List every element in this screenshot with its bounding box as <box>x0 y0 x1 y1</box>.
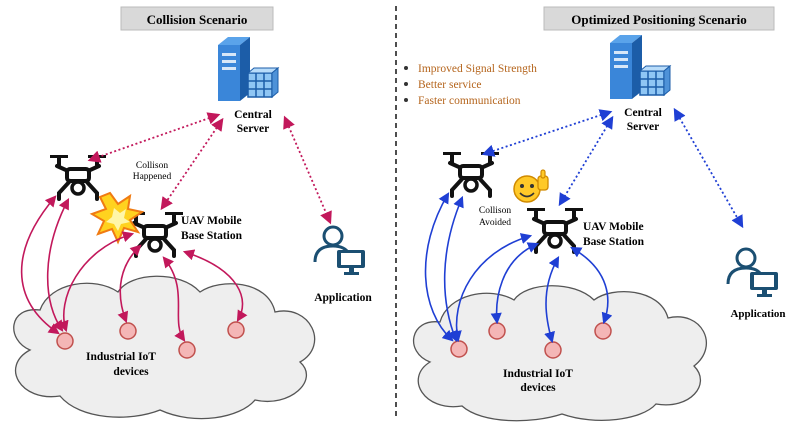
bullet-dot <box>404 98 408 102</box>
right-iot-label-1: Industrial IoT <box>503 368 573 380</box>
left-server-label-2: Server <box>237 123 270 135</box>
link-drone1-iot <box>424 192 454 342</box>
right-title-box <box>543 6 775 31</box>
left-uav-label-2: Base Station <box>181 230 243 242</box>
link-server-application <box>673 107 744 229</box>
left-title: Collision Scenario <box>147 12 248 27</box>
left-uav-label-1: UAV Mobile <box>181 215 242 227</box>
right-application-label: Application <box>730 308 785 320</box>
link-drone2-iot-2 <box>490 242 540 325</box>
link-drone2-iot-3 <box>544 256 560 344</box>
left-iot-label-2: devices <box>113 366 149 378</box>
left-iot-label-1: Industrial IoT <box>86 351 156 363</box>
left-title-box <box>120 6 274 31</box>
link-drone1-iot-b <box>46 198 70 332</box>
right-panel: Optimized Positioning Scenario Improved … <box>404 6 786 422</box>
link-drone1-iot <box>20 195 60 335</box>
iot-node <box>594 322 612 340</box>
link-drone2-iot-4 <box>182 249 248 322</box>
link-server-drone2 <box>160 117 224 211</box>
left-server-icon <box>217 36 279 102</box>
iot-node <box>227 321 245 339</box>
left-drone-1-icon <box>48 153 108 201</box>
right-iot-label-2: devices <box>520 382 556 394</box>
iot-node <box>488 322 506 340</box>
left-drone-2-icon <box>125 210 185 258</box>
bullet-1: Improved Signal Strength <box>418 63 537 75</box>
link-server-drone2 <box>558 115 614 207</box>
right-uav-label-1: UAV Mobile <box>583 221 644 233</box>
right-server-label-1: Central <box>624 107 662 119</box>
bullet-2: Better service <box>418 79 482 91</box>
right-title: Optimized Positioning Scenario <box>571 12 747 27</box>
link-drone2-iot-3 <box>162 256 186 342</box>
bullet-dot <box>404 82 408 86</box>
left-application-label: Application <box>314 292 372 304</box>
left-panel: Collision Scenario Industrial IoT device… <box>13 6 372 420</box>
thumbs-up-emoji-icon <box>513 169 549 203</box>
iot-node <box>119 322 137 340</box>
left-server-label-1: Central <box>234 109 272 121</box>
right-drone-1-icon <box>441 150 501 198</box>
link-server-drone1 <box>481 109 613 157</box>
bullet-3: Faster communication <box>418 95 521 107</box>
link-server-application <box>283 115 332 225</box>
right-server-icon <box>609 34 671 100</box>
iot-node <box>544 341 562 359</box>
iot-node <box>56 332 74 350</box>
left-cloud-icon <box>13 275 316 420</box>
left-application-icon <box>313 225 367 277</box>
right-collision-label-1: Collison <box>479 206 511 216</box>
bullet-dot <box>404 66 408 70</box>
explosion-icon <box>89 191 145 245</box>
iot-node <box>450 340 468 358</box>
right-collision-label-2: Avoided <box>479 218 511 228</box>
right-uav-label-2: Base Station <box>583 236 645 248</box>
link-drone2-iot-1 <box>57 231 135 333</box>
iot-node <box>178 341 196 359</box>
link-drone2-iot-2 <box>117 244 142 324</box>
right-server-label-2: Server <box>627 121 660 133</box>
right-application-icon <box>726 247 780 299</box>
left-collision-label-1: Collison <box>136 161 168 171</box>
link-drone2-iot-4 <box>570 246 613 325</box>
left-collision-label-2: Happened <box>133 172 172 182</box>
